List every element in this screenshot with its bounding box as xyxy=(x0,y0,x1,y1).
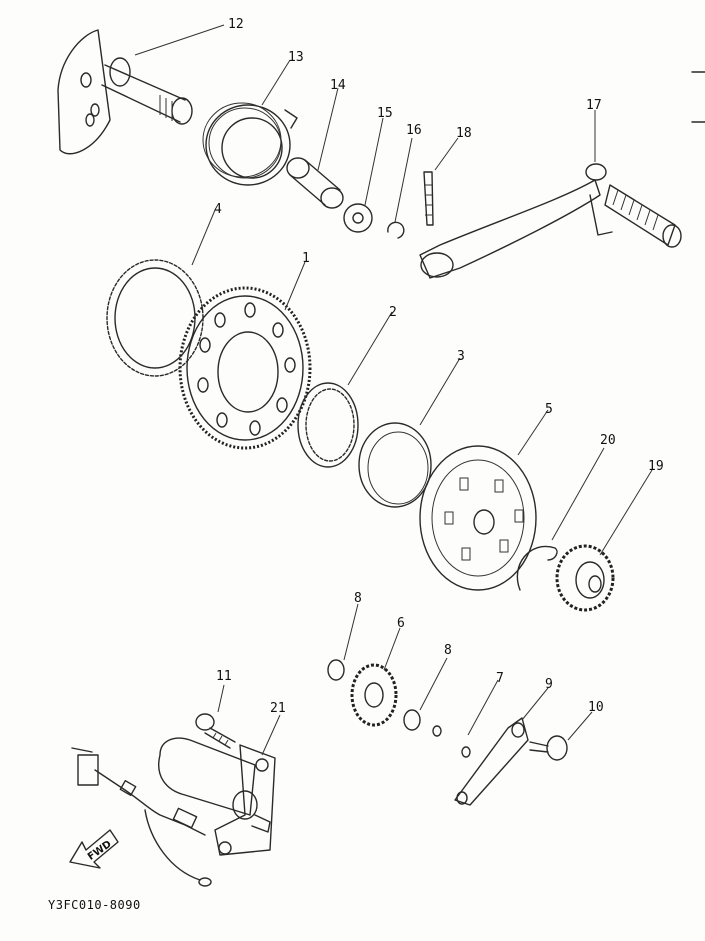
callout-6: 6 xyxy=(397,616,405,631)
figure-code: Y3FC010-8090 xyxy=(48,898,141,912)
callout-8-upper: 8 xyxy=(354,591,362,606)
callout-9: 9 xyxy=(545,677,553,692)
leader-lines xyxy=(134,24,653,756)
part-13-torsion-spring xyxy=(202,102,298,186)
part-4-shim xyxy=(106,259,204,377)
callouts: 12 13 14 15 16 18 17 4 1 2 3 5 20 19 8 6… xyxy=(214,17,664,716)
callout-16: 16 xyxy=(406,123,422,138)
part-5-clutch-outer xyxy=(419,445,537,591)
callout-3: 3 xyxy=(457,349,465,364)
part-19-gear xyxy=(555,544,615,612)
callout-8-lower: 8 xyxy=(444,643,452,658)
callout-5: 5 xyxy=(545,402,553,417)
fwd-arrow: FWD xyxy=(69,829,119,869)
callout-7: 7 xyxy=(496,671,504,686)
part-10-bolt xyxy=(529,735,568,761)
callout-20: 20 xyxy=(600,433,616,448)
callout-13: 13 xyxy=(288,50,304,65)
callout-1: 1 xyxy=(302,251,310,266)
part-7-pin xyxy=(432,725,471,758)
part-1-starter-wheel-gear xyxy=(178,286,312,450)
callout-12: 12 xyxy=(228,17,244,32)
callout-2: 2 xyxy=(389,305,397,320)
part-9-bracket xyxy=(454,717,529,806)
part-21-starter-motor xyxy=(71,737,276,887)
part-14-collar xyxy=(286,157,344,209)
part-3-ring xyxy=(358,422,432,508)
part-8-washer-lower xyxy=(403,709,421,731)
callout-10: 10 xyxy=(588,700,604,715)
margin-marks xyxy=(691,71,705,123)
part-20-circlip xyxy=(516,545,558,591)
fwd-label: FWD xyxy=(86,839,114,863)
callout-19: 19 xyxy=(648,459,664,474)
part-8-washer-upper xyxy=(327,659,345,681)
callout-21: 21 xyxy=(270,701,286,716)
callout-4: 4 xyxy=(214,202,222,217)
part-18-bolt xyxy=(423,171,434,226)
part-15-washer xyxy=(343,203,373,233)
part-16-circlip xyxy=(387,221,405,239)
connector-plug xyxy=(77,754,99,786)
callout-14: 14 xyxy=(330,78,346,93)
callout-18: 18 xyxy=(456,126,472,141)
part-6-idle-gear xyxy=(350,663,398,727)
part-2-one-way-clutch xyxy=(297,382,359,468)
part-12-kick-axle xyxy=(57,29,193,155)
callout-17: 17 xyxy=(586,98,602,113)
callout-15: 15 xyxy=(377,106,393,121)
part-11-bolt xyxy=(195,713,236,749)
part-17-kick-crank xyxy=(419,163,682,279)
callout-11: 11 xyxy=(216,669,232,684)
